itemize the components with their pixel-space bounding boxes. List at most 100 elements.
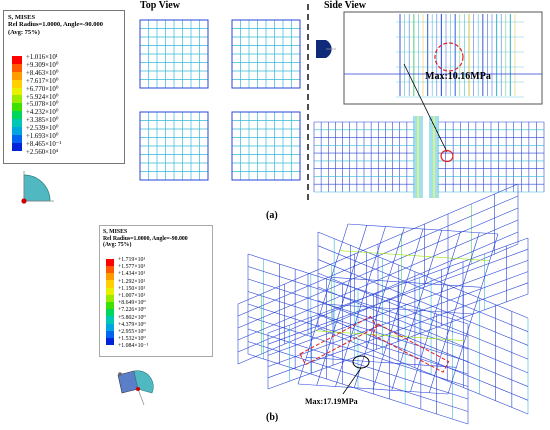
legend-value: +4.379×10⁰	[118, 321, 146, 328]
legend-swatch	[106, 294, 114, 302]
legend-b-scale: +1.719×10¹+1.577×10¹+1.434×10¹+1.292×10¹…	[106, 257, 210, 353]
legend-entry: +1.292×10¹	[106, 278, 146, 288]
legend-value: +8.649×10⁰	[118, 300, 146, 307]
legend-swatch	[106, 287, 114, 295]
side-view-label: Side View	[324, 0, 366, 11]
legend-entry: +5.802×10⁰	[106, 314, 146, 324]
legend-b-avg: (Avg: 75%)	[103, 242, 132, 249]
legend-a-title: S, MISES	[8, 14, 36, 21]
legend-entry: +1.084×10⁻¹	[106, 343, 148, 350]
legend-swatch	[106, 273, 114, 281]
side-view-half	[429, 116, 545, 198]
mesh-lines	[237, 183, 529, 425]
legend-entry: +4.232×10⁰	[12, 109, 59, 120]
legend-swatch	[106, 280, 114, 288]
side-view-mesh	[313, 116, 545, 198]
legend-value: +2.955×10⁰	[118, 329, 146, 335]
legend-swatch	[12, 119, 22, 128]
top-view-mesh	[139, 19, 301, 181]
legend-entry: +2.539×10⁰	[12, 125, 59, 135]
legend-value: +3.385×10⁰	[26, 117, 59, 125]
top-view-label: Top View	[140, 0, 180, 11]
legend-swatch	[12, 111, 22, 120]
legend-entry: +8.463×10⁰	[12, 70, 58, 80]
legend-swatch	[12, 55, 22, 64]
top-view-grid	[231, 19, 301, 89]
legend-value: +4.232×10⁰	[26, 109, 59, 117]
legend-value: +1.292×10¹	[118, 278, 146, 285]
inset-bars	[344, 14, 542, 98]
legend-entry: +8.465×10⁻¹	[12, 140, 62, 151]
legend-entry: +8.649×10⁰	[106, 300, 146, 310]
legend-value: +1.577×10¹	[118, 264, 146, 271]
legend-entry: +1.007×10¹	[106, 293, 146, 302]
legend-a: S, MISES Rel Radius=1.0000, Angle=-90.00…	[3, 10, 125, 164]
legend-entry: +2.560×10⁴	[12, 149, 58, 157]
legend-entry: +6.770×10⁰	[12, 85, 59, 96]
legend-value: +7.226×10⁰	[118, 307, 146, 314]
legend-value: +1.434×10¹	[118, 271, 146, 278]
legend-swatch	[12, 103, 22, 112]
legend-swatch	[12, 142, 22, 151]
top-view-grid	[231, 111, 301, 181]
legend-entry: +3.385×10⁰	[12, 117, 59, 128]
legend-a-avg: (Avg: 75%)	[8, 28, 40, 36]
top-view-grid	[139, 19, 209, 89]
axis-triad-b-icon	[117, 370, 154, 406]
legend-value: +2.560×10⁴	[26, 148, 59, 156]
legend-value: +1.693×10⁰	[26, 133, 59, 140]
legend-swatch	[12, 127, 22, 135]
legend-entry: +7.617×10⁰	[12, 77, 59, 88]
legend-entry: +1.693×10⁰	[12, 133, 59, 143]
legend-swatch	[106, 323, 114, 331]
legend-entry: +7.226×10⁰	[106, 307, 146, 317]
view-divider	[307, 4, 309, 200]
legend-value: +1.719×10¹	[118, 257, 146, 263]
side-view-triad-icon	[316, 40, 336, 58]
legend-a-scale: +1.016×10¹+9.309×10⁰+8.463×10⁰+7.617×10⁰…	[12, 54, 122, 158]
panel-b-label: (b)	[266, 412, 279, 423]
side-view-zoom-inset	[343, 11, 543, 105]
legend-swatch	[106, 309, 114, 317]
legend-swatch	[106, 337, 114, 346]
legend-entry: +5.078×10⁰	[12, 101, 59, 112]
legend-b: S, MISES Rel Radius=1.0000, Angle=-90.00…	[99, 225, 213, 357]
legend-value: +1.532×10⁰	[118, 336, 146, 343]
legend-swatch	[106, 258, 114, 266]
legend-value: +9.309×10⁰	[26, 61, 59, 69]
legend-swatch	[12, 95, 22, 104]
legend-value: +5.078×10⁰	[26, 101, 59, 109]
legend-value: +7.617×10⁰	[26, 77, 59, 85]
legend-entry: +4.379×10⁰	[106, 321, 146, 331]
legend-swatch	[106, 301, 114, 310]
legend-value: +8.465×10⁻¹	[26, 140, 62, 148]
legend-entry: +1.532×10⁰	[106, 336, 146, 346]
legend-swatch	[106, 330, 114, 338]
legend-b-subtitle: Rel Radius=1.0000, Angle=-90.000	[103, 235, 188, 242]
legend-value: +1.150×10¹	[118, 285, 146, 292]
max-stress-label-a: Max:10.16MPa	[425, 71, 491, 82]
crossing-mesh-3d	[237, 183, 529, 425]
max-stress-leader-b	[342, 367, 362, 395]
axis-triad-icon	[21, 171, 54, 204]
max-stress-label-b: Max:17.19MPa	[305, 397, 358, 406]
legend-entry: +1.719×10¹	[106, 257, 146, 266]
legend-entry: +2.955×10⁰	[106, 329, 146, 338]
legend-swatch	[12, 134, 22, 143]
legend-entry: +1.577×10¹	[106, 264, 146, 274]
legend-entry: +1.016×10¹	[12, 54, 58, 64]
legend-value: +1.007×10¹	[118, 293, 146, 299]
legend-swatch	[12, 63, 22, 72]
legend-b-title: S, MISES	[103, 229, 128, 235]
legend-value: +6.770×10⁰	[26, 85, 59, 93]
legend-entry: +9.309×10⁰	[12, 61, 59, 72]
legend-swatch	[12, 87, 22, 96]
legend-value: +2.539×10⁰	[26, 125, 59, 133]
legend-swatch	[12, 79, 22, 88]
legend-value: +1.016×10¹	[26, 54, 58, 61]
red-dashed-region	[371, 323, 450, 373]
panel-a-label: (a)	[266, 210, 278, 221]
legend-entry: +1.150×10¹	[106, 285, 146, 295]
legend-value: +5.802×10⁰	[118, 314, 146, 321]
legend-value: +5.924×10⁰	[26, 93, 59, 101]
